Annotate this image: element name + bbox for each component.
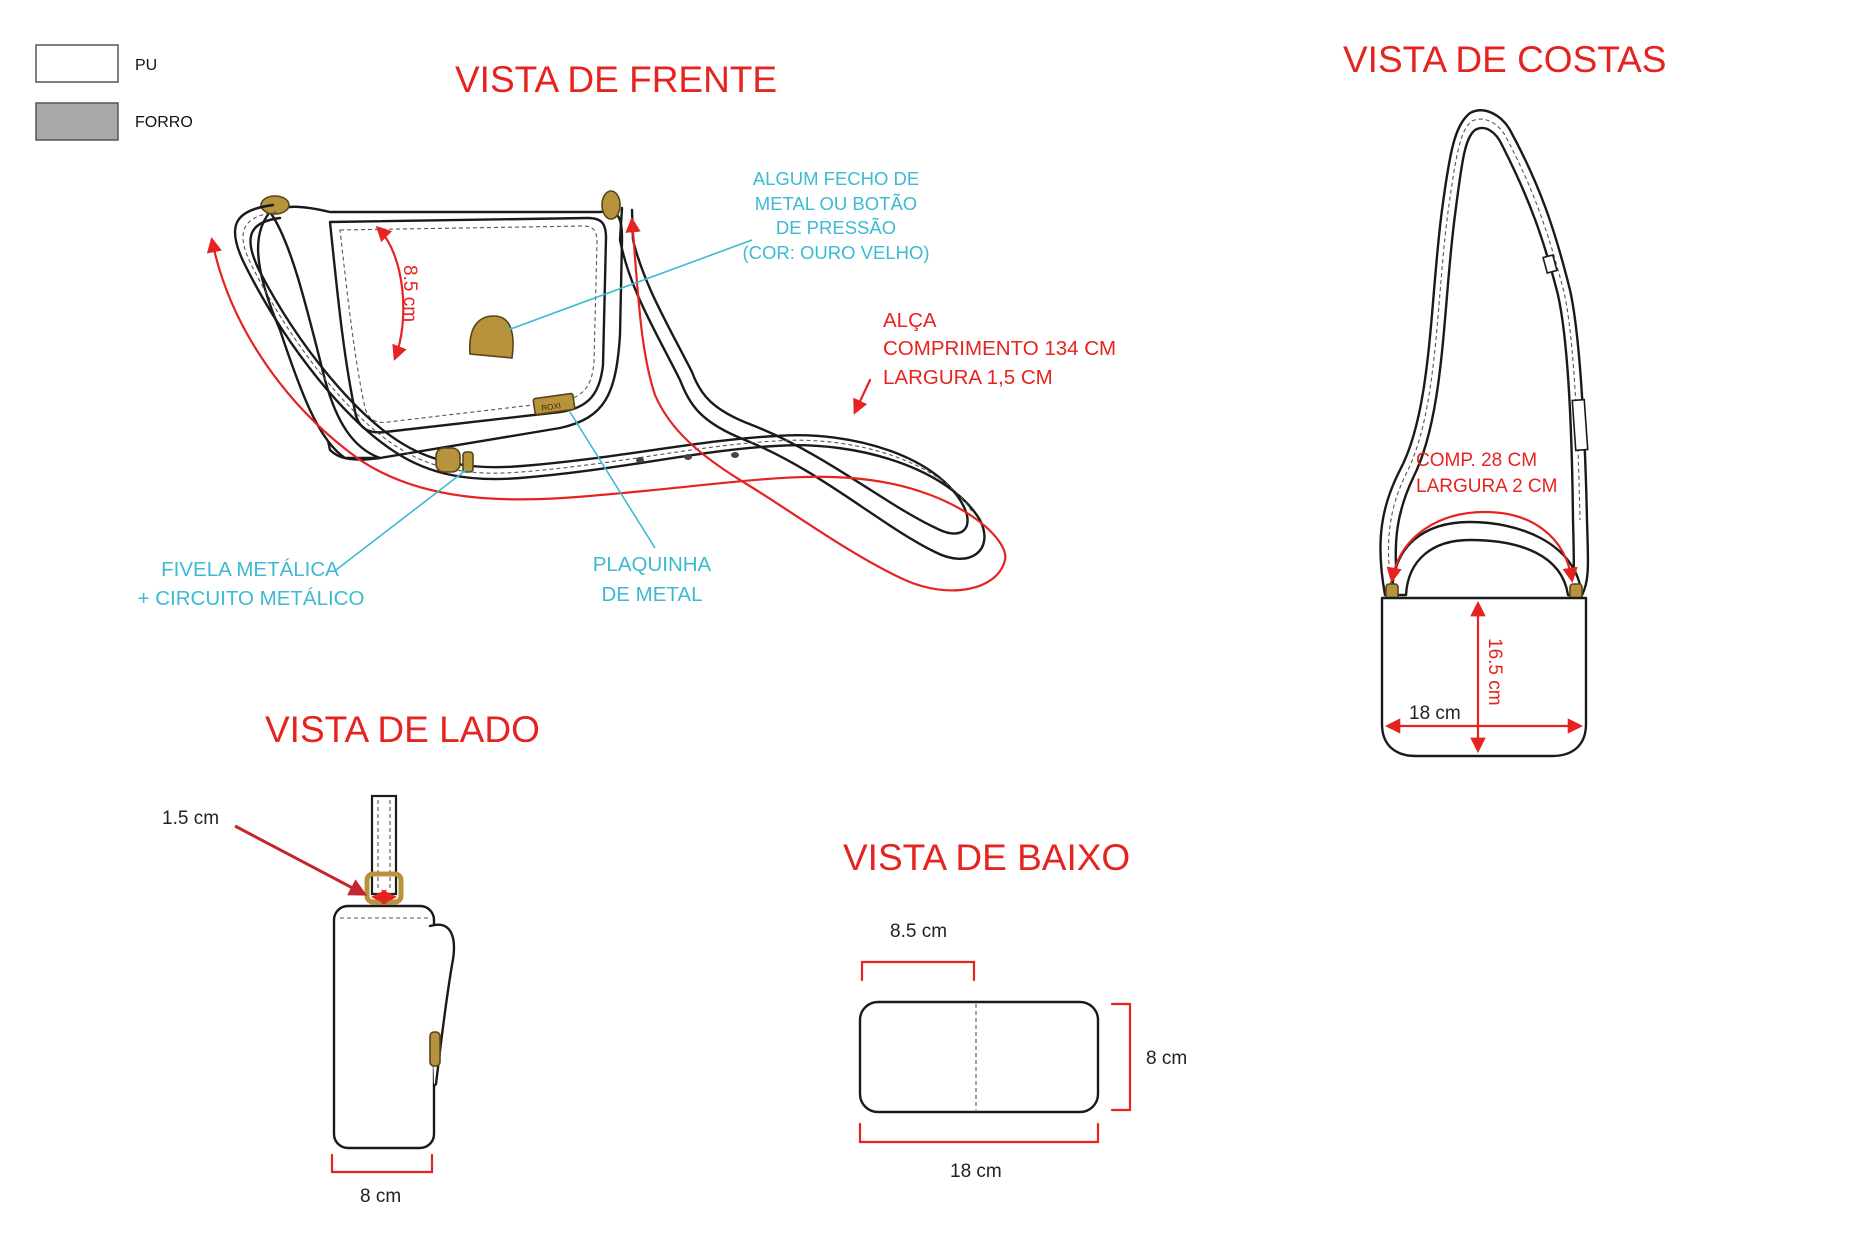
title-front-view: VISTA DE FRENTE [455, 59, 777, 100]
annotation-closure: ALGUM FECHO DE METAL OU BOTÃO DE PRESSÃO… [742, 168, 929, 263]
back-bag-body [1380, 596, 1588, 758]
back-strap-inner [1394, 126, 1576, 592]
leader-closure [507, 239, 753, 331]
front-strap-buckle [435, 447, 461, 473]
annotation-closure-line-1: ALGUM FECHO DE [753, 168, 920, 189]
title-side-view: VISTA DE LADO [265, 709, 540, 750]
strap-hole [684, 454, 692, 460]
front-strap-stitch [242, 211, 973, 513]
leader-buckle [335, 469, 467, 571]
legend-label-pu: PU [135, 57, 157, 74]
back-view-drawing [1379, 109, 1590, 758]
annotation-closure-line-3: DE PRESSÃO [776, 217, 896, 238]
back-width-label: 18 cm [1409, 703, 1461, 724]
bottom-bag-base [858, 1000, 1100, 1114]
bottom-annotations: 8.5 cm 8 cm 18 cm [890, 921, 1187, 1182]
legend-label-forro: FORRO [135, 114, 193, 131]
side-closure [429, 1031, 441, 1067]
back-annotations: COMP. 28 CM LARGURA 2 CM 16.5 cm 18 cm [1409, 450, 1557, 724]
side-strap [370, 794, 398, 896]
front-flap-height-arrow [375, 225, 407, 361]
title-back-view: VISTA DE COSTAS [1343, 39, 1666, 80]
back-handle-line-2: LARGURA 2 CM [1416, 476, 1557, 497]
front-metal-plate [532, 392, 576, 416]
front-strap-holes [636, 452, 739, 463]
front-strap-loop [462, 451, 474, 473]
side-view-drawing [234, 794, 456, 1174]
annotation-strap-line-1: ALÇA [883, 309, 937, 332]
legend-swatch-pu [35, 44, 119, 83]
back-handle-arrow [1386, 510, 1578, 584]
back-strap-end [1571, 398, 1589, 452]
annotation-buckle: FIVELA METÁLICA + CIRCUITO METÁLICO [138, 558, 365, 610]
back-strap-keeper [1542, 253, 1558, 275]
bottom-width-label: 18 cm [950, 1161, 1002, 1182]
leader-plate [569, 411, 656, 549]
bottom-width-bracket [858, 1122, 1100, 1144]
side-callout-arrow [234, 824, 368, 896]
side-bag-body [332, 904, 436, 1150]
annotation-buckle-line-1: FIVELA METÁLICA [161, 558, 339, 581]
side-depth-bracket [330, 1153, 434, 1174]
bottom-view-drawing [858, 960, 1132, 1144]
legend: PU FORRO [35, 44, 193, 141]
annotation-closure-line-2: METAL OU BOTÃO [755, 193, 917, 214]
front-strap-callout-arrow [853, 378, 872, 415]
bottom-half-width-label: 8.5 cm [890, 921, 947, 942]
front-strap-outer [233, 203, 986, 561]
annotation-plate-line-1: PLAQUINHA [593, 553, 712, 576]
front-ring-right [601, 190, 621, 220]
front-closure-clasp [469, 315, 514, 359]
front-flap-height-label: 8.5 cm [399, 265, 420, 322]
bottom-depth-label: 8 cm [1146, 1048, 1187, 1069]
annotation-strap-line-2: COMPRIMENTO 134 CM [883, 337, 1116, 360]
side-annotations: 1.5 cm 8 cm [162, 808, 401, 1207]
bottom-half-width-bracket [860, 960, 976, 982]
annotation-buckle-line-2: + CIRCUITO METÁLICO [138, 587, 365, 610]
strap-hole [636, 457, 644, 463]
side-depth-label: 8 cm [360, 1186, 401, 1207]
front-ring-left [260, 195, 290, 215]
annotation-plate-line-2: DE METAL [602, 583, 703, 606]
annotation-strap: ALÇA COMPRIMENTO 134 CM LARGURA 1,5 CM [883, 309, 1116, 389]
front-plate-text: ROXI [541, 401, 562, 413]
front-strap-length-indicator [206, 216, 1007, 592]
back-height-label: 16.5 cm [1484, 638, 1505, 706]
front-bag-gusset [256, 210, 382, 460]
strap-hole [731, 452, 739, 458]
back-handle-line-1: COMP. 28 CM [1416, 450, 1537, 471]
front-strap-inner [249, 208, 969, 535]
annotation-strap-line-3: LARGURA 1,5 CM [883, 366, 1053, 389]
title-bottom-view: VISTA DE BAIXO [843, 837, 1130, 878]
annotation-plate: PLAQUINHA DE METAL [593, 553, 712, 606]
front-view-drawing: ROXI 8.5 cm [206, 190, 1007, 592]
legend-swatch-forro [35, 102, 119, 141]
back-strap-stitch [1387, 118, 1581, 593]
side-strap-width-label: 1.5 cm [162, 808, 219, 829]
annotation-closure-line-4: (COR: OURO VELHO) [742, 242, 929, 263]
bottom-depth-bracket [1110, 1002, 1132, 1112]
